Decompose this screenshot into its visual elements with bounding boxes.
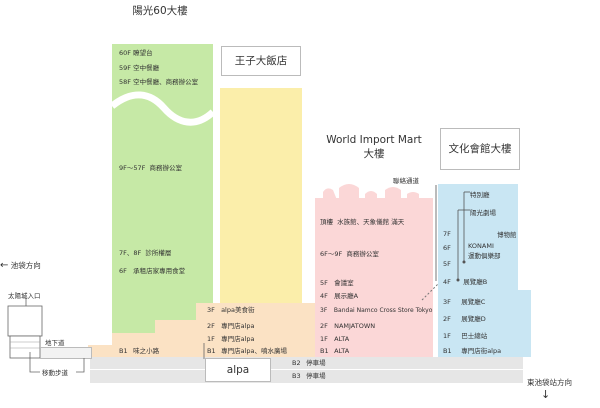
culture-floor-b1: B1 專門店街alpa [443, 347, 502, 355]
title-culture-hall: 文化會館大樓 [440, 128, 520, 170]
sunshine60-floor-58: 58F 空中餐廳、商務辦公室 [119, 78, 199, 86]
ikebukuro-direction: ← 池袋方向 [0, 260, 41, 271]
sunshine60-floor-6: 6F 承租店家專用食堂 [119, 267, 186, 275]
parking-b3: B3 停車場 [292, 372, 326, 380]
culture-leader-lines [456, 191, 470, 282]
alpa-step-3 [196, 303, 317, 320]
link-passage-label: 聯絡通道 [393, 177, 419, 185]
moving-walkway-leader [29, 352, 85, 373]
culture-hall-lower [438, 290, 531, 357]
title-wim-line2: 大樓 [363, 148, 385, 160]
alpa-floor-b1: B1 專門店alpa、噴水廣場 [207, 347, 287, 355]
wim-floor-1: 1F ALTA [320, 335, 350, 343]
link-passage-leader [435, 185, 437, 281]
parking-block [90, 357, 523, 383]
sunshine-theater-label: 陽光劇場 [470, 209, 496, 217]
prince-hotel-building [220, 88, 302, 333]
konami-label-2: 運動俱樂部 [468, 252, 501, 260]
title-sunshine60: 陽光60大樓 [106, 0, 214, 22]
parking-divider [90, 369, 523, 370]
museum-label: 博物館 [497, 231, 517, 239]
alpa-floor-1: 1F 專門店alpa [207, 335, 255, 343]
wim-building [315, 198, 433, 357]
title-alpa: alpa [205, 358, 271, 382]
title-prince-hotel: 王子大飯店 [221, 46, 301, 76]
taiyo-entrance-icon [7, 298, 43, 359]
alpa-floor-2: 2F 專門店alpa [207, 322, 255, 330]
alpa-step-1 [112, 333, 317, 357]
culture-floor-7: 7F [443, 230, 451, 238]
wim-floor-b1: B1 ALTA [320, 347, 350, 355]
title-wim: World Import Mart 大樓 [315, 128, 433, 170]
taiyo-entrance-label: 太陽城入口 [8, 292, 41, 300]
wim-floor-3: 3F Bandai Namco Cross Store Tokyo [320, 307, 433, 314]
culture-floor-3: 3F 展覽廳C [443, 298, 486, 306]
sunshine60-floor-59: 59F 空中餐廳 [119, 64, 160, 72]
underground-passage [40, 347, 92, 359]
wim-floor-2: 2F NAMJATOWN [320, 322, 376, 330]
culture-floor-6: 6F [443, 244, 451, 252]
arrow-left-icon: ← [0, 260, 9, 271]
culture-floor-4: 4F 展覽廳B [443, 278, 488, 286]
arrow-down-icon: ↓ [541, 388, 551, 401]
sunshine60-building [112, 44, 213, 333]
wim-floor-4: 4F 展示廳A [320, 292, 359, 300]
link-passage-stairs [421, 279, 443, 301]
moving-walkway-label: 移動步道 [42, 369, 68, 377]
culture-floor-5: 5F [443, 260, 451, 268]
sunshine60-floor-9-57: 9F～57F 商務辦公室 [119, 164, 183, 172]
wim-floor-5: 5F 會議室 [320, 279, 354, 287]
alpa-floor-3: 3F alpa美食街 [207, 306, 255, 314]
culture-floor-1: 1F 巴士總站 [443, 332, 488, 340]
planetarium-label: 特別廳 [470, 191, 490, 199]
konami-label-1: KONAMI [468, 242, 494, 250]
higashi-ikebukuro-direction: 東池袋站方向 ↓ [527, 378, 572, 401]
culture-floor-2: 2F 展覽廳D [443, 315, 486, 323]
sunshine60-floor-7-8: 7F、8F 診所權層 [119, 249, 172, 257]
sunshine60-floor-60: 60F 瞭望台 [119, 49, 153, 57]
b1-left-label: B1 味之小路 [119, 347, 160, 355]
underground-label: 地下道 [45, 339, 65, 347]
wim-floor-6-9: 6F～9F 商務辦公室 [320, 250, 379, 258]
wim-roof [323, 184, 419, 200]
sunshine60-wave [112, 91, 213, 126]
alpa-connector [203, 343, 205, 359]
alpa-step-2 [155, 320, 317, 333]
title-wim-line1: World Import Mart [326, 134, 422, 146]
wim-floor-roof: 頂樓 水族館、天象儀館 滿天 [320, 218, 405, 226]
parking-b2: B2 停車場 [292, 359, 326, 367]
